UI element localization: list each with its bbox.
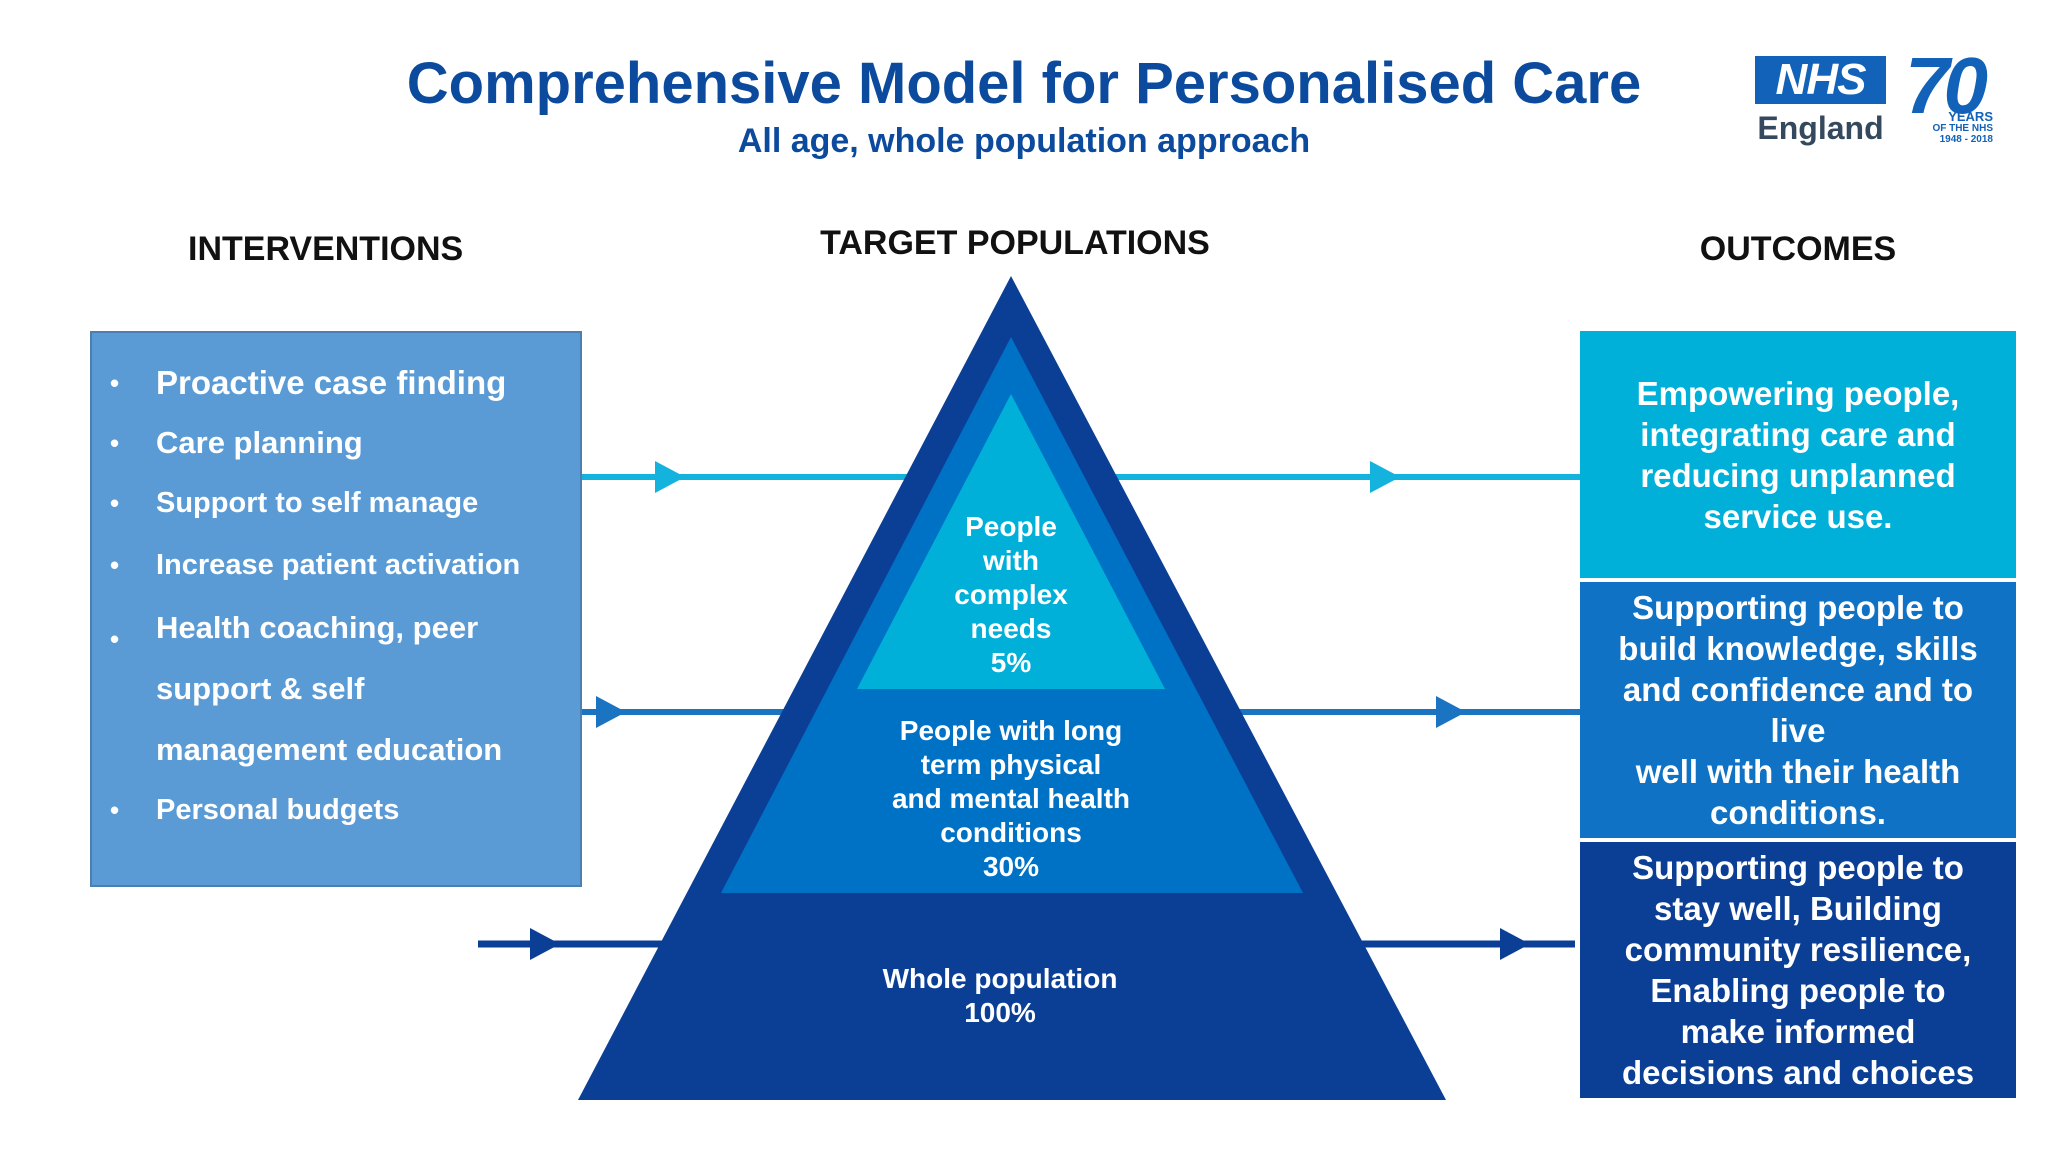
outcome-box-knowledge: Supporting people to build knowledge, sk… — [1580, 582, 2016, 838]
outcome-line: Enabling people to — [1650, 972, 1946, 1009]
pyramid-middle-percent: 30% — [982, 851, 1040, 882]
interventions-box: •Proactive case finding •Care planning •… — [90, 331, 582, 887]
outcome-line: conditions. — [1709, 794, 1886, 831]
pyramid-top-layer — [857, 394, 1165, 689]
outcome-line: stay well, Building — [1654, 890, 1942, 927]
pyramid-middle-line: People with long — [899, 715, 1123, 746]
outcome-text: Empowering people, integrating care and … — [1637, 373, 1960, 537]
pyramid-middle-line: and mental health — [891, 783, 1131, 814]
outcome-line: integrating care and — [1640, 415, 1956, 453]
pyramid-top-percent: 5% — [990, 647, 1032, 678]
pyramid-top-line: People — [965, 511, 1057, 542]
anniversary-of-nhs: OF THE NHS — [1932, 123, 1993, 134]
nhs-logo-region: England — [1757, 110, 1884, 146]
intervention-item: •Health coaching, peer support & self ma… — [110, 610, 503, 767]
interventions-heading: INTERVENTIONS — [188, 230, 464, 268]
nhs-england-logo: NHS England 70 YEARS OF THE NHS 1948 - 2… — [1755, 46, 2015, 152]
interventions-list: •Proactive case finding •Care planning •… — [92, 363, 580, 830]
pyramid-middle-line: conditions — [940, 817, 1082, 848]
pyramid-base-percent: 100% — [964, 997, 1036, 1028]
outcome-box-stay-well: Supporting people to stay well, Building… — [1580, 842, 2016, 1098]
anniversary-years: YEARS — [1948, 109, 1993, 124]
outcome-box-empowering: Empowering people, integrating care and … — [1580, 331, 2016, 578]
pyramid-top-line: needs — [970, 613, 1052, 644]
outcome-line: live — [1770, 712, 1826, 749]
outcomes-heading: OUTCOMES — [1699, 230, 1897, 268]
outcome-line: Empowering people, — [1636, 374, 1960, 412]
anniversary-caption: YEARS OF THE NHS 1948 - 2018 — [1913, 110, 1993, 145]
anniversary-dates: 1948 - 2018 — [1939, 134, 1993, 145]
outcome-text: Supporting people to stay well, Building… — [1622, 847, 1974, 1093]
pyramid-top-line: complex — [954, 579, 1068, 610]
pyramid-base-label: Whole population 100% — [800, 962, 1200, 1030]
intervention-item: •Increase patient activation — [110, 549, 521, 581]
outcome-text: Supporting people to build knowledge, sk… — [1618, 587, 1977, 833]
intervention-item: •Personal budgets — [110, 794, 400, 826]
outcome-line: Supporting people to — [1632, 849, 1964, 886]
pyramid-top-label: People with complex needs 5% — [861, 510, 1161, 680]
page-subtitle: All age, whole population approach — [737, 122, 1311, 160]
intervention-item: •Care planning — [110, 425, 363, 460]
outcome-line: decisions and choices — [1621, 1054, 1975, 1091]
outcome-line: and confidence and to — [1622, 671, 1974, 708]
pyramid-middle-label: People with long term physical and menta… — [811, 714, 1211, 884]
target-populations-heading: TARGET POPULATIONS — [820, 224, 1210, 262]
pyramid-middle-line: term physical — [920, 749, 1102, 780]
outcome-line: reducing unplanned — [1640, 456, 1956, 494]
nhs-logo-mark: NHS — [1755, 56, 1886, 104]
outcome-line: make informed — [1680, 1013, 1916, 1050]
outcome-line: well with their health — [1635, 753, 1961, 790]
outcome-line: build knowledge, skills — [1618, 630, 1978, 667]
pyramid-top-line: with — [983, 545, 1039, 576]
intervention-item: •Proactive case finding — [110, 364, 507, 401]
outcome-line: community resilience, — [1624, 931, 1972, 968]
anniversary-number: 70 — [1905, 41, 1988, 130]
intervention-item: •Support to self manage — [110, 487, 479, 519]
outcome-line: service use. — [1703, 497, 1893, 535]
outcome-line: Supporting people to — [1632, 589, 1964, 626]
page-title: Comprehensive Model for Personalised Car… — [406, 51, 1642, 116]
pyramid-base-line: Whole population — [882, 963, 1118, 994]
